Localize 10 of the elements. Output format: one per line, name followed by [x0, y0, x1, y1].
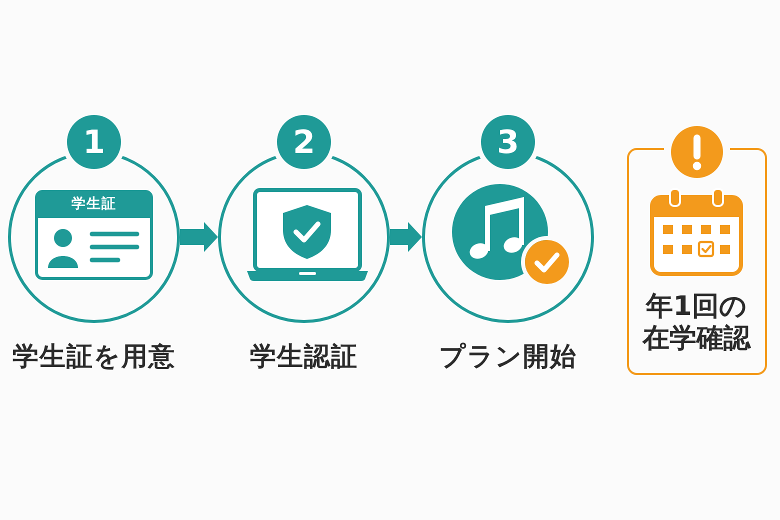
number-badge: 1 [67, 115, 121, 169]
step-caption: 学生認証 [249, 341, 359, 373]
arrow [180, 222, 218, 252]
number-badge: 2 [277, 115, 331, 169]
note-text: 年1回の在学確認 [641, 290, 752, 354]
step-caption: 学生証を用意 [12, 341, 176, 373]
arrow [390, 222, 422, 252]
step-caption: プラン開始 [438, 341, 578, 373]
number-badge: 3 [481, 115, 535, 169]
card-title: 学生証 [70, 195, 118, 214]
